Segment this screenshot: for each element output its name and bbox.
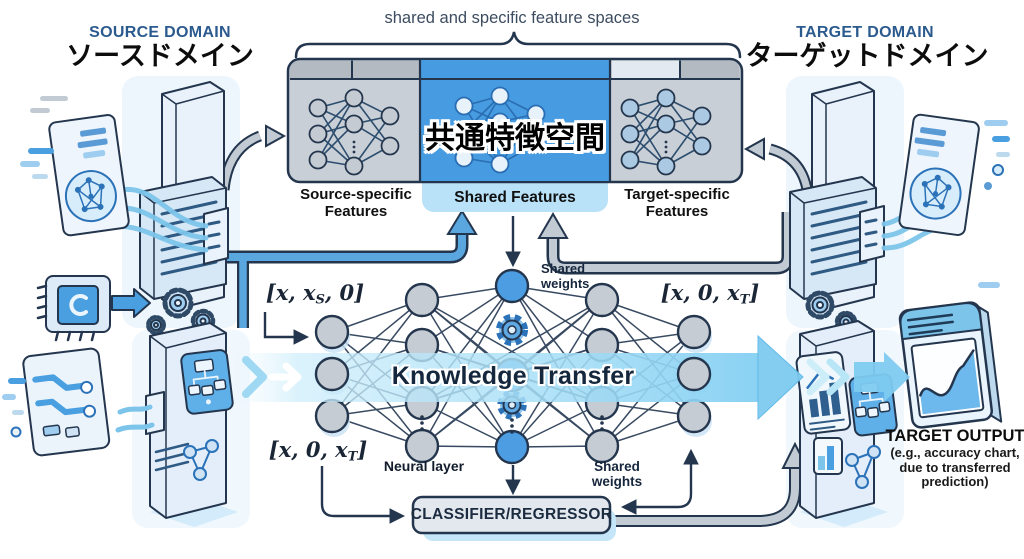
- target-data-card: [898, 113, 980, 237]
- arrow-classifier-output-node: [620, 448, 699, 515]
- target-domain-title-ja: ターゲットドメイン: [745, 41, 989, 71]
- network-triangle-icon: [183, 439, 219, 481]
- meter-icon: [813, 437, 843, 475]
- pipe-source-to-shared: [226, 209, 478, 328]
- arrow-input-source: [263, 312, 310, 345]
- target-output-title: TARGET OUTPUT: [885, 427, 1024, 445]
- brace: [294, 31, 742, 59]
- knowledge-transfer-band: [234, 334, 910, 421]
- speed-dashes: [20, 96, 68, 179]
- shared-feature-space-overlay: 共通特徴空間: [425, 122, 605, 155]
- target-features-label: Target-specific Features: [624, 186, 730, 220]
- feature-space-panel: [286, 57, 744, 212]
- classifier-regressor-label: CLASSIFIER/REGRESSOR: [410, 506, 613, 524]
- flowchart-icon: [180, 349, 234, 415]
- input-vector-source: [x, xS, 0]: [265, 280, 365, 308]
- target-features-icon: [620, 88, 712, 176]
- graph-icon: [74, 177, 105, 213]
- source-features-icon: [308, 88, 400, 176]
- source-server-illustration: [2, 81, 238, 527]
- bar-chart-icon: [795, 351, 852, 435]
- target-server-illustration: [789, 81, 1010, 527]
- pipe-target-to-shared: [537, 212, 795, 275]
- input-vector-target-bottom: [x, 0, xT]: [268, 437, 368, 465]
- shared-weights-label-bottom: Shared weights: [591, 459, 643, 490]
- source-domain-title-ja: ソースドメイン: [66, 41, 254, 71]
- target-output-panel: [898, 301, 1003, 429]
- knowledge-transfer-label: Knowledge Transfer: [391, 362, 635, 390]
- source-domain-title-en: SOURCE DOMAIN: [89, 24, 231, 41]
- arrow-target-input-to-classifier: [320, 466, 406, 524]
- ellipsis-dots: [420, 415, 604, 434]
- source-circuit-card: [22, 347, 111, 457]
- cpu-arrow: [111, 288, 151, 318]
- source-features-label: Source-specific Features: [300, 186, 412, 220]
- classifier-box: [411, 495, 616, 541]
- arrow-source-into-panel: [218, 124, 287, 191]
- target-domain-title-en: TARGET DOMAIN: [796, 24, 934, 41]
- input-vector-target-top: [x, 0, xT]: [660, 280, 760, 308]
- network-triangle-icon: [845, 445, 881, 489]
- target-output-subtitle: (e.g., accuracy chart, due to transferre…: [890, 445, 1020, 490]
- shared-features-label: Shared Features: [454, 189, 576, 206]
- shared-features-icon: [454, 86, 546, 174]
- neural-layer-label: Neural layer: [383, 458, 465, 474]
- source-data-card: [48, 114, 130, 237]
- cpu-icon: [36, 275, 111, 342]
- brace-caption: shared and specific feature spaces: [384, 9, 640, 27]
- thin-arrows: [263, 216, 699, 524]
- shared-weights-label-top: Shared weights: [541, 261, 590, 291]
